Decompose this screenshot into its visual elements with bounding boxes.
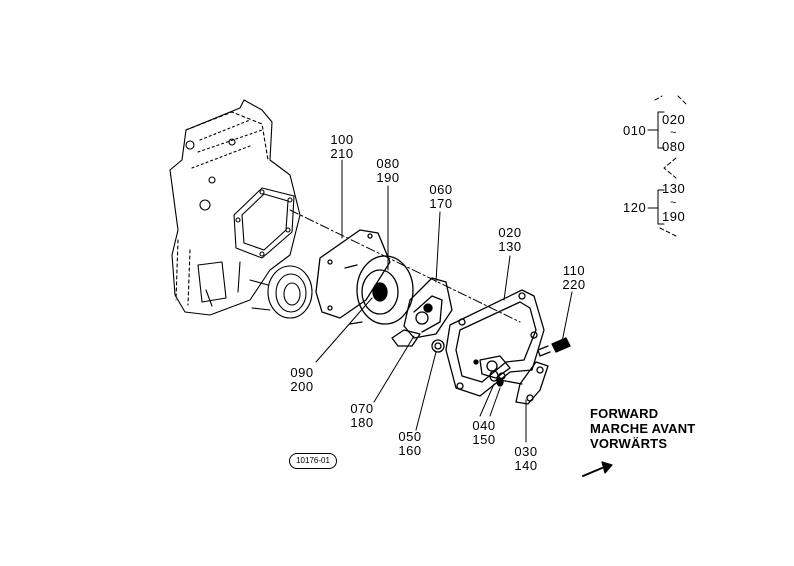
leader-lines xyxy=(315,159,573,443)
callout-bottom: 140 xyxy=(514,458,538,473)
range-tilde: ~ xyxy=(670,127,677,139)
callout-top: 050 xyxy=(398,429,422,444)
gear-cover-part xyxy=(445,289,545,397)
callout-040-150: 040 150 xyxy=(467,419,501,447)
callout-070-180: 070 180 xyxy=(345,402,379,430)
callout-bottom: 220 xyxy=(562,277,586,292)
index-brackets xyxy=(647,95,687,237)
callout-top: 020 xyxy=(498,225,522,240)
index-group-2-from: 130 xyxy=(662,181,686,196)
callout-top: 070 xyxy=(350,401,374,416)
callout-020-130: 020 130 xyxy=(493,226,527,254)
callout-bottom: 170 xyxy=(429,196,453,211)
pulley-drum-part xyxy=(344,255,414,325)
callout-top: 090 xyxy=(290,365,314,380)
direction-line-1: FORWARD xyxy=(590,406,659,421)
callout-060-170: 060 170 xyxy=(424,183,458,211)
callout-bottom: 130 xyxy=(498,239,522,254)
bolt-part xyxy=(537,337,571,357)
diagram-reference-badge: 10176-01 xyxy=(289,453,337,469)
callout-top: 040 xyxy=(472,418,496,433)
callout-080-190: 080 190 xyxy=(371,157,405,185)
callout-top: 030 xyxy=(514,444,538,459)
callout-090-200: 090 200 xyxy=(285,366,319,394)
index-group-1-from: 020 xyxy=(662,112,686,127)
callout-top: 080 xyxy=(376,156,400,171)
callout-100-210: 100 210 xyxy=(327,133,357,161)
callout-110-220: 110 220 xyxy=(557,264,591,292)
callout-top: 110 xyxy=(562,263,586,278)
callout-050-160: 050 160 xyxy=(393,430,427,458)
callout-030-140: 030 140 xyxy=(509,445,543,473)
direction-line-2: MARCHE AVANT xyxy=(590,421,696,436)
callout-bottom: 150 xyxy=(472,432,496,447)
callout-top: 100 xyxy=(330,132,354,147)
direction-label: FORWARD MARCHE AVANT VORWÄRTS xyxy=(590,406,695,451)
engine-housing xyxy=(169,99,313,319)
callout-top: 060 xyxy=(429,182,453,197)
index-group-2-parent: 120 xyxy=(623,200,647,215)
callout-bottom: 190 xyxy=(376,170,400,185)
callout-bottom: 200 xyxy=(290,379,314,394)
index-group-1-to: 080 xyxy=(662,139,686,154)
direction-line-3: VORWÄRTS xyxy=(590,436,668,451)
forward-arrow-icon xyxy=(582,461,613,477)
range-tilde: ~ xyxy=(670,197,677,209)
cover-plate-part xyxy=(315,229,391,319)
callout-bottom: 160 xyxy=(398,443,422,458)
callout-bottom: 210 xyxy=(330,146,354,161)
washer-nut-parts xyxy=(489,370,504,387)
governor-part xyxy=(391,277,453,353)
index-group-2-to: 190 xyxy=(662,209,686,224)
lever-part xyxy=(499,361,549,405)
index-group-1-parent: 010 xyxy=(623,123,647,138)
callout-bottom: 180 xyxy=(350,415,374,430)
